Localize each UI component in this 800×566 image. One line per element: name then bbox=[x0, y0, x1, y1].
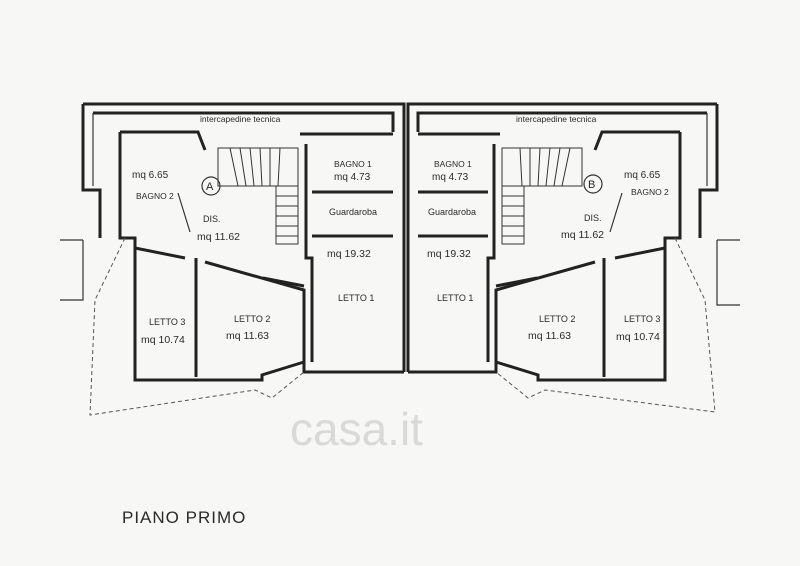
plan-title: PIANO PRIMO bbox=[122, 508, 246, 527]
unit-b-letto2-name: LETTO 2 bbox=[539, 314, 575, 324]
unit-a-bagno2-name: BAGNO 2 bbox=[136, 191, 174, 201]
unit-b-dis-name: DIS. bbox=[584, 213, 602, 223]
unit-b-marker-label: B bbox=[588, 179, 595, 191]
unit-b-bagno1-area: mq 4.73 bbox=[432, 172, 469, 183]
watermark: casa.it bbox=[290, 403, 423, 455]
unit-a-letto2-name: LETTO 2 bbox=[234, 314, 270, 324]
unit-b-letto3-area: mq 10.74 bbox=[616, 331, 660, 343]
unit-b-letto2-area: mq 11.63 bbox=[528, 330, 571, 342]
unit-b-balcony bbox=[495, 237, 740, 413]
unit-b-bagno1-name: BAGNO 1 bbox=[434, 159, 472, 169]
unit-b-letto3-name: LETTO 3 bbox=[624, 314, 660, 324]
unit-a-guardaroba-name: Guardaroba bbox=[329, 207, 377, 217]
unit-b-letto1-name: LETTO 1 bbox=[437, 293, 473, 303]
unit-a-stairs bbox=[217, 147, 299, 245]
unit-a-letto1-name: LETTO 1 bbox=[338, 293, 374, 303]
unit-b-stairs bbox=[501, 147, 583, 245]
unit-a-technical-space-label: intercapedine tecnica bbox=[200, 114, 281, 124]
unit-a-dis-area: mq 11.62 bbox=[197, 231, 240, 243]
unit-b-marker: B bbox=[583, 174, 603, 194]
unit-a-marker: A bbox=[201, 176, 221, 196]
unit-a-guardaroba-area: mq 19.32 bbox=[327, 248, 371, 260]
unit-b-bagno2-area: mq 6.65 bbox=[624, 170, 661, 181]
unit-b-technical-space-label: intercapedine tecnica bbox=[516, 114, 597, 124]
unit-a-bagno2-area: mq 6.65 bbox=[132, 170, 169, 181]
unit-b-bagno2-name: BAGNO 2 bbox=[631, 187, 669, 197]
unit-a-bagno1-area: mq 4.73 bbox=[334, 172, 371, 183]
unit-b-guardaroba-name: Guardaroba bbox=[428, 207, 476, 217]
unit-a-marker-label: A bbox=[206, 181, 214, 193]
unit-b-dis-area: mq 11.62 bbox=[561, 229, 604, 241]
unit-a-bagno1-name: BAGNO 1 bbox=[334, 159, 372, 169]
unit-b-guardaroba-area: mq 19.32 bbox=[427, 248, 471, 260]
unit-a-balcony bbox=[60, 237, 305, 416]
unit-a-letto3-name: LETTO 3 bbox=[149, 317, 185, 327]
unit-a-letto3-area: mq 10.74 bbox=[141, 334, 185, 346]
unit-a-letto2-area: mq 11.63 bbox=[226, 330, 269, 342]
unit-a-dis-name: DIS. bbox=[203, 214, 221, 224]
